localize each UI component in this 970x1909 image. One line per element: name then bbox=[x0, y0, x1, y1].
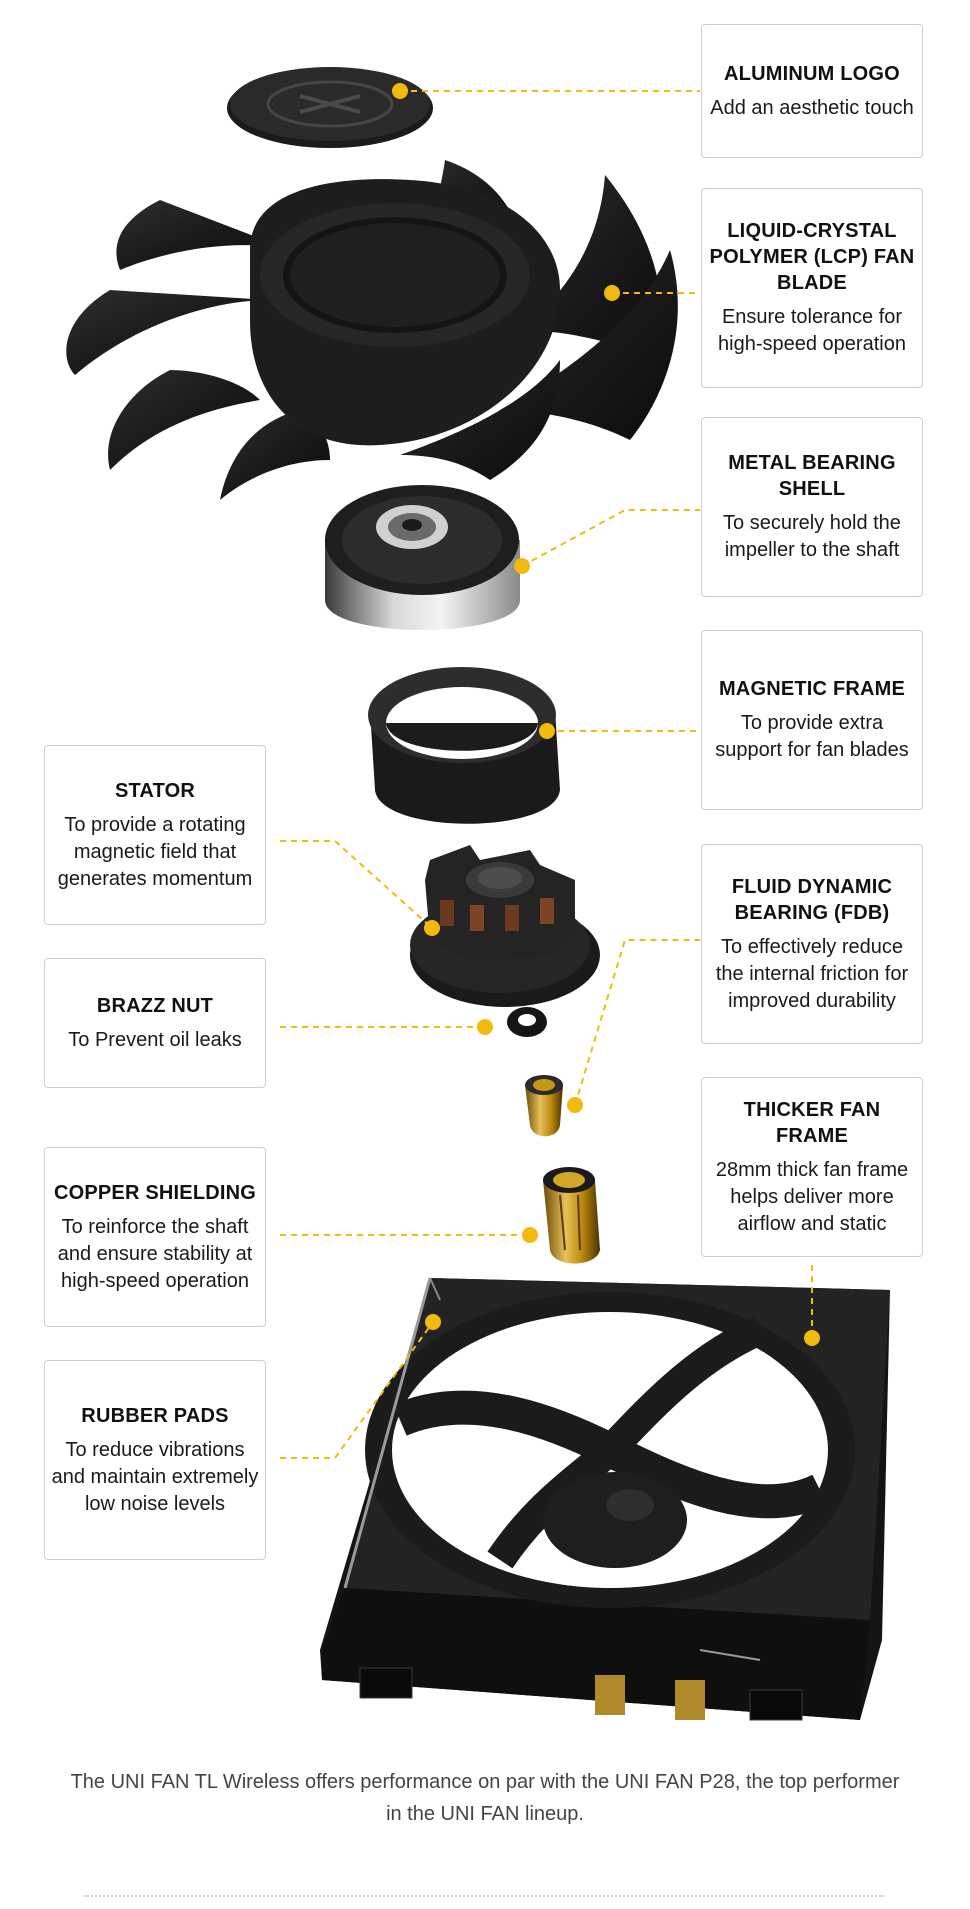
callout-description: To securely hold the impeller to the sha… bbox=[723, 512, 901, 561]
dotted-divider bbox=[84, 1895, 884, 1897]
callout-description: To effectively reduce the internal frict… bbox=[715, 935, 909, 1012]
callout-thicker-fan-frame: THICKER FAN FRAME 28mm thick fan frame h… bbox=[701, 1077, 923, 1257]
callout-brazz-nut: BRAZZ NUT To Prevent oil leaks bbox=[44, 958, 266, 1088]
fan-frame-part bbox=[320, 1277, 890, 1721]
callout-title: BRAZZ NUT bbox=[96, 994, 214, 1017]
callout-description: Ensure tolerance for high-speed operatio… bbox=[718, 306, 906, 355]
callout-rubber-pads: RUBBER PADS To reduce vibrations and mai… bbox=[44, 1360, 266, 1560]
brazz-nut-part bbox=[507, 1007, 547, 1037]
leader-lines bbox=[280, 90, 813, 1459]
product-caption: The UNI FAN TL Wireless offers performan… bbox=[70, 1771, 900, 1825]
callout-title: THICKER FAN FRAME bbox=[743, 1098, 881, 1147]
callout-copper-shielding: COPPER SHIELDING To reinforce the shaft … bbox=[44, 1147, 266, 1327]
callout-description: To reduce vibrations and maintain extrem… bbox=[51, 1438, 259, 1515]
callout-magnetic-frame: MAGNETIC FRAME To provide extra support … bbox=[701, 630, 923, 810]
magnetic-frame-part bbox=[368, 667, 560, 824]
callout-fluid-dynamic-bearing: FLUID DYNAMIC BEARING (FDB) To effective… bbox=[701, 844, 923, 1044]
callout-title: LIQUID-CRYSTAL POLYMER (LCP) FAN BLADE bbox=[709, 220, 915, 294]
callout-description: To reinforce the shaft and ensure stabil… bbox=[57, 1215, 253, 1292]
callout-description: To Prevent oil leaks bbox=[68, 1028, 242, 1051]
callout-metal-bearing-shell: METAL BEARING SHELL To securely hold the… bbox=[701, 417, 923, 597]
callout-title: METAL BEARING SHELL bbox=[728, 452, 896, 500]
callout-fan-blade: LIQUID-CRYSTAL POLYMER (LCP) FAN BLADE E… bbox=[701, 188, 923, 388]
callout-description: 28mm thick fan frame helps deliver more … bbox=[715, 1158, 909, 1235]
callout-title: COPPER SHIELDING bbox=[53, 1181, 257, 1204]
callout-title: ALUMINUM LOGO bbox=[724, 62, 900, 85]
callout-description: To provide extra support for fan blades bbox=[715, 712, 909, 761]
callout-title: RUBBER PADS bbox=[81, 1404, 229, 1427]
callout-title: MAGNETIC FRAME bbox=[718, 678, 906, 700]
callout-stator: STATOR To provide a rotating magnetic fi… bbox=[44, 745, 266, 925]
callout-title: STATOR bbox=[114, 779, 196, 802]
fdb-part bbox=[525, 1075, 563, 1137]
stator-part bbox=[410, 845, 600, 1007]
aluminum-logo-part bbox=[227, 67, 433, 148]
callout-title: FLUID DYNAMIC BEARING (FDB) bbox=[731, 875, 893, 924]
callout-description: Add an aesthetic touch bbox=[710, 96, 914, 119]
callout-description: To provide a rotating magnetic field tha… bbox=[57, 813, 253, 890]
callout-aluminum-logo: ALUMINUM LOGO Add an aesthetic touch bbox=[701, 24, 923, 158]
fan-blade-part bbox=[66, 160, 678, 500]
copper-shielding-part bbox=[543, 1167, 600, 1264]
metal-bearing-shell-part bbox=[325, 485, 520, 630]
marker-dots bbox=[392, 83, 820, 1346]
